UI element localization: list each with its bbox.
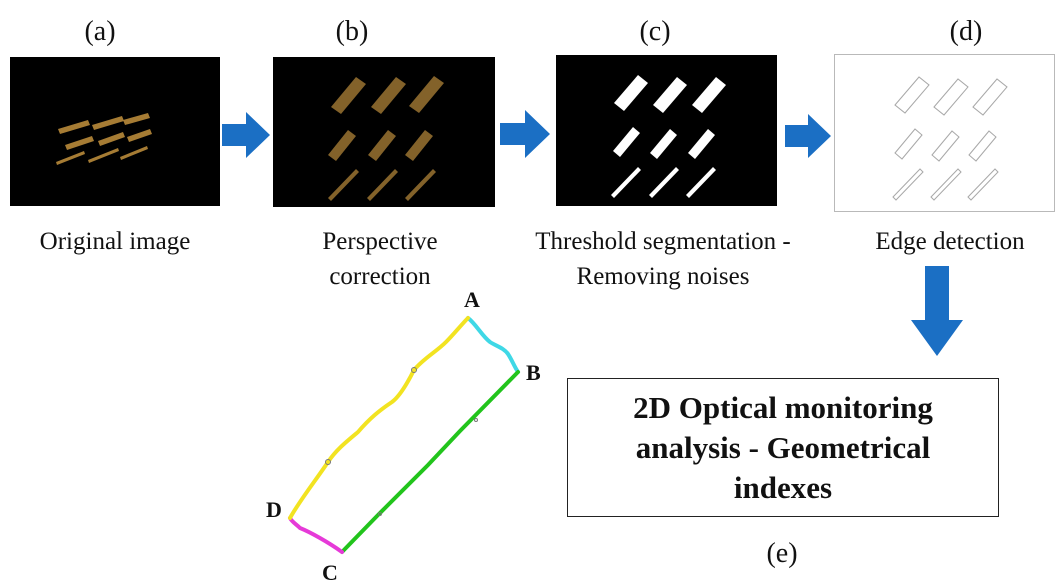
panel-label-c: (c) bbox=[639, 16, 671, 47]
corner-label-a: A bbox=[464, 287, 480, 312]
result-text: 2D Optical monitoring analysis - Geometr… bbox=[633, 389, 933, 505]
specimen-contour bbox=[280, 310, 530, 560]
panel-label-d: (d) bbox=[949, 16, 983, 47]
corner-label-b: B bbox=[526, 360, 541, 385]
arrow-right-icon bbox=[222, 112, 270, 158]
perspective-corrected-image bbox=[273, 57, 495, 207]
original-image bbox=[10, 57, 220, 206]
caption-original-image: Original image bbox=[39, 228, 191, 255]
edge-detection-image bbox=[834, 54, 1055, 212]
panel-label-a: (a) bbox=[84, 16, 116, 47]
arrow-right-icon bbox=[785, 114, 831, 158]
caption-threshold-segmentation: Threshold segmentation - Removing noises bbox=[535, 228, 791, 290]
corner-label-d: D bbox=[266, 497, 282, 522]
edge-ab bbox=[466, 316, 520, 374]
edge-cd bbox=[288, 516, 344, 554]
threshold-segmented-image bbox=[556, 55, 777, 206]
caption-perspective-correction: Perspective correction bbox=[322, 228, 438, 290]
arrow-right-icon bbox=[500, 110, 550, 158]
arrow-down-icon bbox=[911, 266, 963, 356]
edge-da bbox=[288, 316, 470, 520]
corner-label-c: C bbox=[322, 560, 338, 585]
panel-label-e: (e) bbox=[766, 538, 798, 569]
result-box: 2D Optical monitoring analysis - Geometr… bbox=[567, 378, 999, 517]
caption-edge-detection: Edge detection bbox=[875, 228, 1025, 255]
edge-bc bbox=[340, 370, 520, 554]
panel-label-b: (b) bbox=[335, 16, 369, 47]
